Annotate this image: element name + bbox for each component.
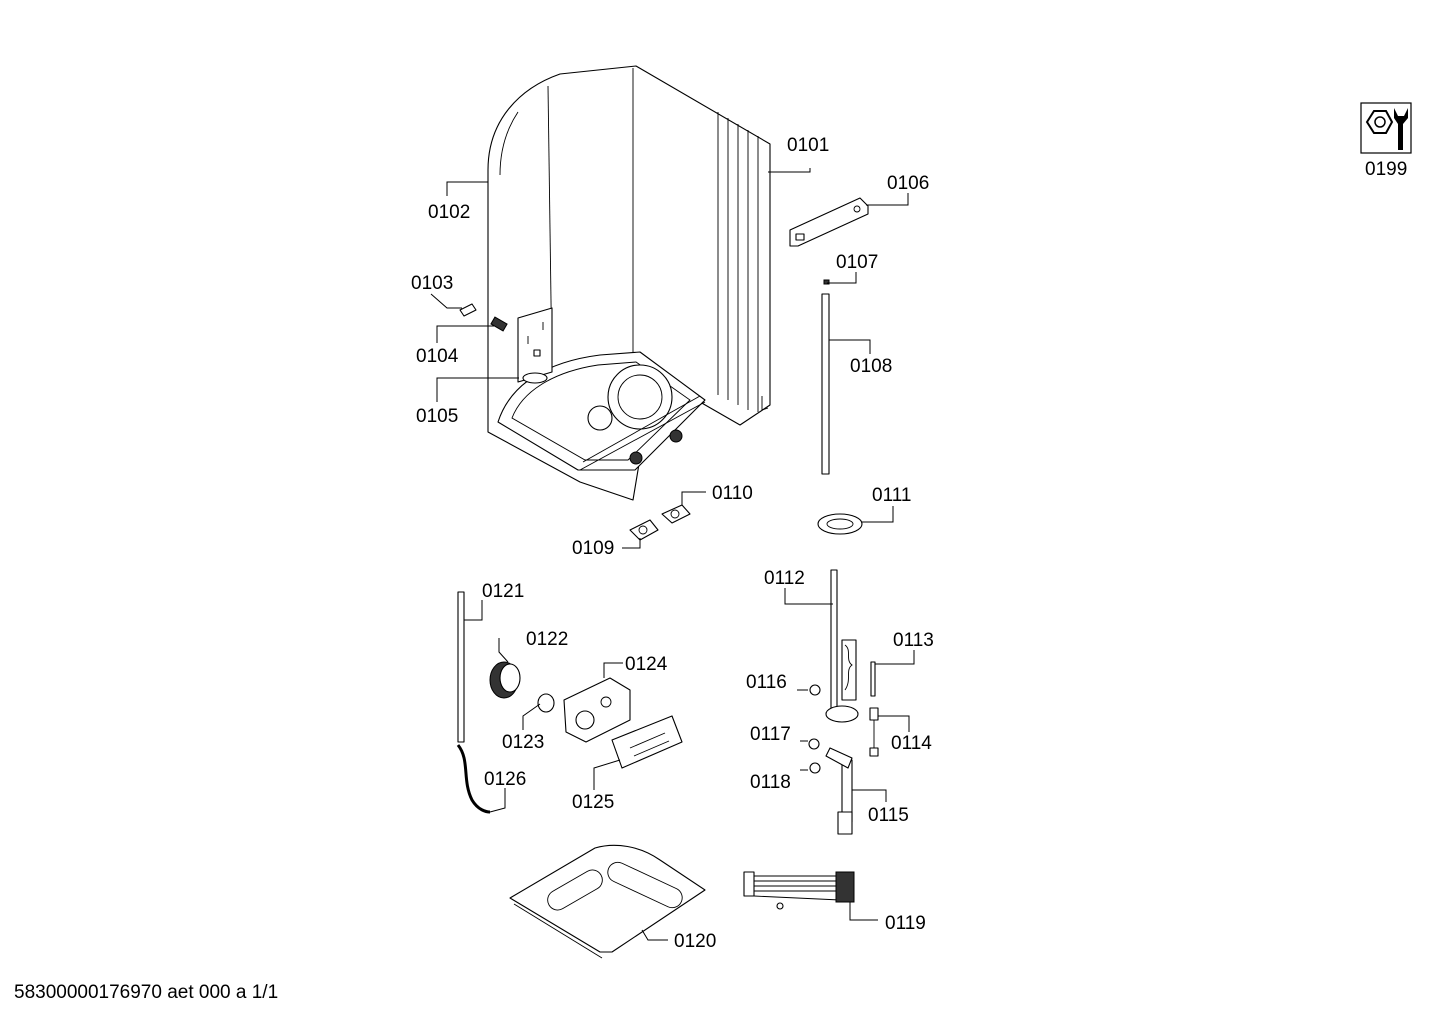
label-0104: 0104 bbox=[416, 346, 459, 367]
label-0120: 0120 bbox=[674, 931, 716, 952]
bracket-part-0110 bbox=[661, 504, 691, 524]
label-0109: 0109 bbox=[572, 538, 614, 559]
label-0110: 0110 bbox=[712, 483, 753, 504]
part-labels: 0101 0102 0103 0104 0105 0106 0107 0108 … bbox=[411, 135, 1407, 952]
label-0118: 0118 bbox=[750, 772, 791, 793]
control-housing-0124 bbox=[563, 677, 631, 743]
screw-part-0104 bbox=[490, 316, 508, 332]
cable-part-0114 bbox=[869, 707, 879, 757]
wrench-nut-icon bbox=[1360, 102, 1412, 154]
label-0108: 0108 bbox=[850, 356, 892, 377]
label-0103: 0103 bbox=[411, 273, 453, 294]
heating-element-0112 bbox=[825, 569, 859, 723]
washer-part-0118 bbox=[809, 762, 821, 774]
nut-part-0117 bbox=[808, 738, 820, 750]
label-0123: 0123 bbox=[502, 732, 544, 753]
label-0117: 0117 bbox=[750, 724, 791, 745]
nut-part-0116 bbox=[809, 684, 821, 696]
label-0101: 0101 bbox=[787, 135, 829, 156]
label-0112: 0112 bbox=[764, 568, 805, 589]
label-0116: 0116 bbox=[746, 672, 787, 693]
sensor-part-0113 bbox=[870, 661, 876, 697]
rod-part-0108 bbox=[821, 293, 830, 475]
clip-part-0103 bbox=[459, 303, 477, 317]
label-0119: 0119 bbox=[885, 913, 926, 934]
bottom-cover-0120 bbox=[509, 844, 706, 959]
label-0113: 0113 bbox=[893, 630, 934, 651]
document-footer: 58300000176970 aet 000 a 1/1 bbox=[14, 982, 278, 1003]
pin-part-0107 bbox=[823, 279, 830, 285]
circuit-board-0125 bbox=[611, 715, 683, 769]
label-0114: 0114 bbox=[891, 733, 932, 754]
wire-part-0126 bbox=[456, 744, 491, 814]
ring-part-0111 bbox=[817, 513, 863, 535]
bracket-part-0106 bbox=[789, 197, 869, 247]
label-0102: 0102 bbox=[428, 202, 470, 223]
rod-part-0121 bbox=[457, 591, 465, 743]
label-0199: 0199 bbox=[1365, 159, 1407, 180]
label-0125: 0125 bbox=[572, 792, 614, 813]
label-0121: 0121 bbox=[482, 581, 524, 602]
label-0122: 0122 bbox=[526, 629, 568, 650]
thermostat-part-0115 bbox=[825, 747, 853, 835]
tank-housing bbox=[487, 65, 771, 501]
label-0124: 0124 bbox=[625, 654, 668, 675]
bracket-part-0109 bbox=[629, 519, 659, 541]
label-0107: 0107 bbox=[836, 252, 878, 273]
leader-lines bbox=[430, 168, 915, 941]
label-0126: 0126 bbox=[484, 769, 526, 790]
label-0115: 0115 bbox=[868, 805, 909, 826]
cable-harness-0119 bbox=[743, 871, 855, 910]
label-0105: 0105 bbox=[416, 406, 458, 427]
ring-part-0123 bbox=[537, 693, 555, 713]
label-0111: 0111 bbox=[872, 485, 911, 506]
knob-part-0122 bbox=[489, 661, 521, 699]
label-0106: 0106 bbox=[887, 173, 929, 194]
